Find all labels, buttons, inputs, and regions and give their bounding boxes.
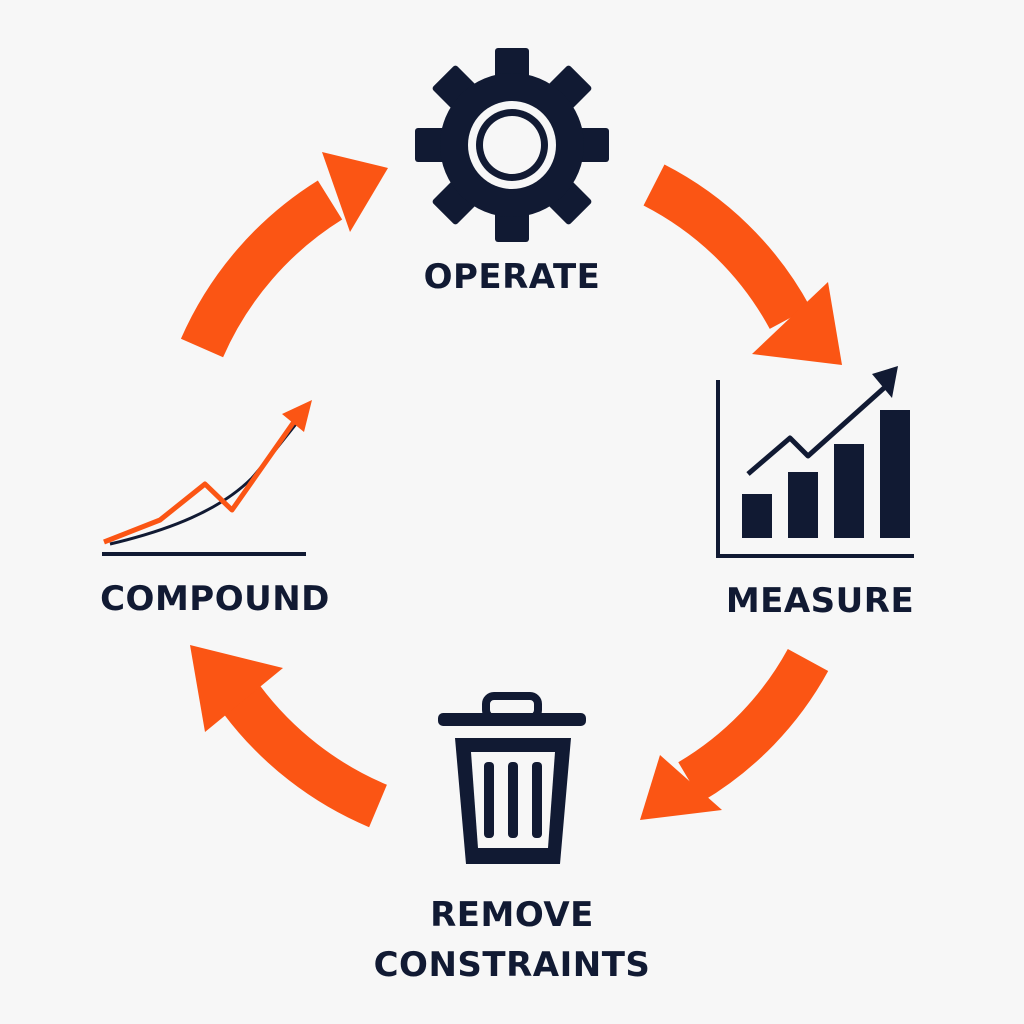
arrow-compound-to-operate (180, 152, 388, 358)
arrow-operate-to-measure (643, 164, 842, 365)
measure-label: MEASURE (725, 581, 915, 621)
arrow-remove-to-compound (190, 645, 388, 828)
compound-label: COMPOUND (100, 579, 330, 619)
arrow-measure-to-remove (640, 648, 829, 820)
growth-line-chart-icon (102, 400, 312, 556)
remove-constraints-label-line1: REMOVE (430, 895, 594, 935)
trash-can-icon (438, 692, 586, 864)
remove-constraints-label: REMOVE CONSTRAINTS (312, 890, 712, 990)
remove-constraints-label-line2: CONSTRAINTS (373, 945, 651, 985)
operate-label: OPERATE (423, 257, 601, 297)
bar-chart-trend-icon (716, 366, 914, 558)
gear-icon (415, 48, 609, 242)
